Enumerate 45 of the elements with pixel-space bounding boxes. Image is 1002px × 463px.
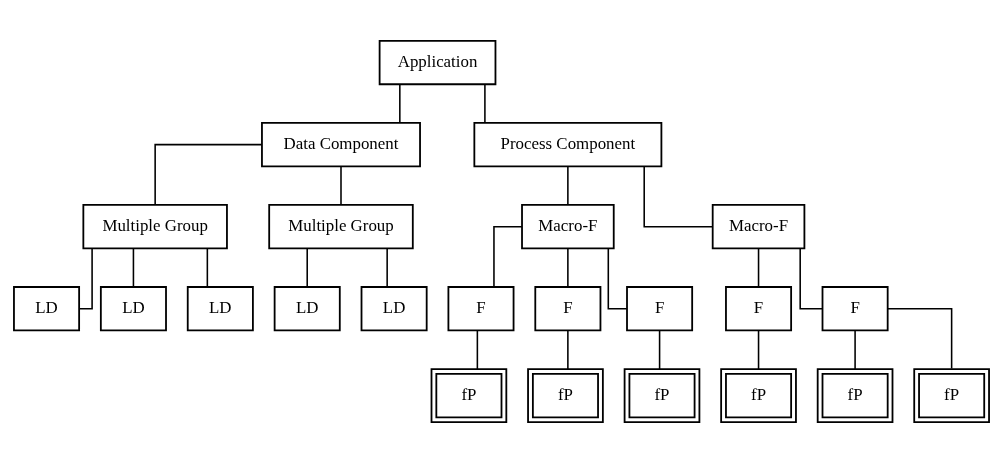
node-box: fP	[526, 368, 604, 424]
node-box: LD	[99, 286, 167, 332]
node-box: LD	[12, 286, 80, 332]
connector	[339, 165, 342, 206]
connector	[757, 247, 759, 288]
connector	[566, 329, 569, 370]
connector	[483, 83, 486, 124]
connector	[385, 247, 388, 288]
connector	[398, 83, 401, 124]
node-box: F	[625, 286, 693, 332]
connector	[132, 247, 134, 288]
node-box: Macro-F	[520, 204, 615, 250]
connector	[642, 165, 713, 228]
node-box: F	[724, 286, 792, 332]
node-box: fP	[912, 368, 990, 424]
node-box: Multiple Group	[81, 204, 228, 250]
connector	[886, 307, 952, 370]
connector	[607, 247, 628, 310]
node-box: F	[821, 286, 889, 332]
connector	[566, 247, 569, 288]
connector	[305, 247, 308, 288]
connector	[492, 225, 523, 288]
node-box: Macro-F	[711, 204, 805, 250]
node-box: fP	[623, 368, 700, 424]
node-box: Data Component	[260, 122, 421, 168]
connector	[77, 247, 93, 310]
node-box: fP	[430, 368, 507, 424]
connector	[757, 329, 759, 370]
connector	[476, 329, 478, 370]
node-box: F	[533, 286, 601, 332]
node-box: LD	[186, 286, 254, 332]
connector	[798, 247, 823, 310]
node-box: LD	[360, 286, 428, 332]
node-box: LD	[273, 286, 341, 332]
node-box: fP	[816, 368, 893, 424]
connector	[566, 165, 569, 206]
connector	[206, 247, 208, 288]
connector	[853, 329, 856, 370]
connector	[153, 143, 262, 206]
node-box: F	[447, 286, 514, 332]
node-box: fP	[719, 368, 797, 424]
node-box: Process Component	[472, 122, 662, 168]
connector	[658, 329, 660, 370]
node-box: Application	[378, 39, 496, 86]
node-box: Multiple Group	[267, 204, 414, 250]
